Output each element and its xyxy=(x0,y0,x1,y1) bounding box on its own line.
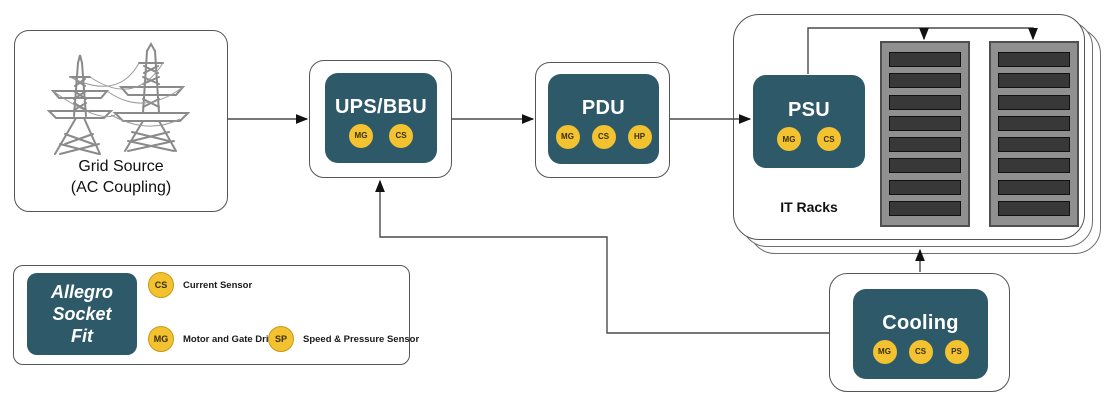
legend-item-label: Speed & Pressure Sensor xyxy=(303,333,420,345)
legend-title-line2: Socket xyxy=(52,303,112,324)
rack-slot xyxy=(889,115,961,131)
psu-label: PSU xyxy=(787,99,831,121)
mg-chip: MG xyxy=(349,123,373,148)
rack-slot xyxy=(889,94,961,110)
cs-chip: CS xyxy=(591,124,616,149)
server-rack-2 xyxy=(989,41,1079,227)
cooling-chips: MG CS PS xyxy=(872,339,969,364)
mg-chip: MG xyxy=(555,124,580,149)
rack-slot xyxy=(889,52,961,67)
cs-chip: CS xyxy=(148,272,174,298)
rack-slot xyxy=(998,200,1070,216)
legend-title-line3: Fit xyxy=(71,326,93,347)
legend-item-label: Current Sensor xyxy=(183,279,253,291)
mg-chip: MG xyxy=(872,339,897,364)
rack-slot xyxy=(998,137,1070,153)
psu-node: PSU MG CS xyxy=(753,75,865,168)
rack-slot xyxy=(889,73,961,89)
mg-chip: MG xyxy=(148,326,174,352)
it-racks-container: PSU MG CS IT Racks xyxy=(733,14,1085,240)
mg-chip: MG xyxy=(777,127,801,151)
grid-source-label-line2: (AC Coupling) xyxy=(70,179,172,197)
legend-item-speed-pressure-sensor: SP Speed & Pressure Sensor xyxy=(268,326,419,352)
legend-title-line1: Allegro xyxy=(50,281,113,302)
grid-source-label: Grid Source (AC Coupling) xyxy=(15,156,227,199)
cooling-node: Cooling MG CS PS xyxy=(829,273,1010,392)
legend-item-motor-gate-drivers: MG Motor and Gate Drivers xyxy=(148,326,288,352)
rack-slot xyxy=(998,52,1070,67)
ups-bbu-inner: UPS/BBU MG CS xyxy=(325,73,437,163)
rack-slot xyxy=(998,94,1070,110)
legend-item-label: Motor and Gate Drivers xyxy=(183,333,289,345)
rack-slot xyxy=(889,179,961,195)
cooling-label: Cooling xyxy=(882,311,959,334)
legend-title: Allegro Socket Fit xyxy=(27,273,137,355)
it-racks-label: IT Racks xyxy=(780,199,838,215)
cooling-inner: Cooling MG CS PS xyxy=(853,289,988,379)
rack-slot xyxy=(998,115,1070,131)
ups-bbu-label: UPS/BBU xyxy=(334,95,428,118)
rack-slot xyxy=(998,73,1070,89)
server-rack-1 xyxy=(880,41,970,227)
transmission-towers-icon xyxy=(46,41,191,155)
legend-item-current-sensor: CS Current Sensor xyxy=(148,272,252,298)
pdu-node: PDU MG CS HP xyxy=(535,62,670,178)
rack-slot xyxy=(998,179,1070,195)
hp-chip: HP xyxy=(627,124,652,149)
rack-slot xyxy=(889,137,961,153)
cs-chip: CS xyxy=(389,123,413,148)
ps-chip: PS xyxy=(944,339,969,364)
sp-chip: SP xyxy=(268,326,294,352)
grid-source-node: Grid Source (AC Coupling) xyxy=(14,30,228,212)
rack-slot xyxy=(889,200,961,216)
pdu-label: PDU xyxy=(581,96,626,119)
cs-chip: CS xyxy=(908,339,933,364)
cs-chip: CS xyxy=(817,127,841,151)
pdu-chips: MG CS HP xyxy=(555,124,652,149)
rack-slot xyxy=(889,158,961,174)
ups-bbu-chips: MG CS xyxy=(349,123,413,148)
rack-slot xyxy=(998,158,1070,174)
psu-chips: MG CS xyxy=(777,127,841,151)
ups-bbu-node: UPS/BBU MG CS xyxy=(309,60,452,178)
legend: Allegro Socket Fit CS Current Sensor MG … xyxy=(13,265,419,365)
pdu-inner: PDU MG CS HP xyxy=(548,74,659,164)
grid-source-label-line1: Grid Source xyxy=(78,157,164,175)
